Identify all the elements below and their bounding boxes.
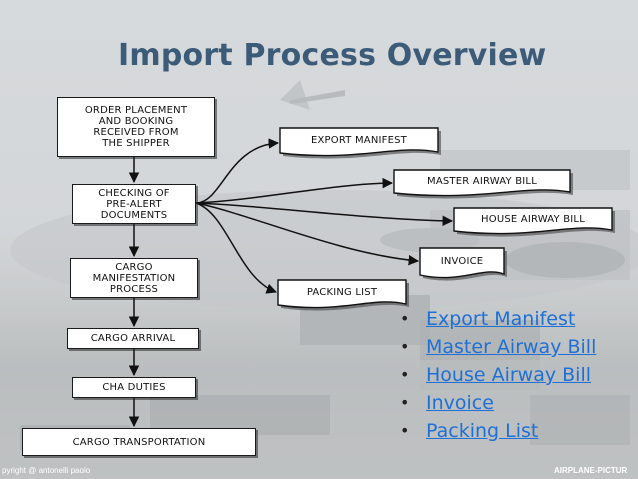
bullet-item: • Export Manifest [400, 305, 596, 333]
bullet-icon: • [400, 393, 410, 412]
doc-packing-list: PACKING LIST [277, 279, 409, 311]
bullet-item: • Invoice [400, 389, 596, 417]
arrow-to-export-manifest [195, 138, 280, 204]
doc-label: PACKING LIST [306, 286, 378, 298]
bullet-icon: • [400, 309, 410, 328]
doc-invoice: INVOICE [419, 247, 507, 281]
step-text: DOCUMENTS [100, 209, 168, 221]
step-text: CARGO ARRIVAL [90, 333, 176, 344]
bullet-item: • Master Airway Bill [400, 333, 596, 361]
step-checking-pre-alert: CHECKING OF PRE-ALERT DOCUMENTS [72, 184, 196, 224]
arrow-to-packing-list [195, 202, 277, 294]
step-text: CARGO TRANSPORTATION [72, 436, 206, 448]
doc-house-airway-bill: HOUSE AIRWAY BILL [453, 207, 615, 237]
bullet-item: • House Airway Bill [400, 361, 596, 389]
document-shape-icon [393, 169, 573, 199]
step-text: AND BOOKING [98, 116, 174, 127]
step-order-placement: ORDER PLACEMENT AND BOOKING RECEIVED FRO… [57, 97, 215, 157]
step-cargo-arrival: CARGO ARRIVAL [67, 328, 199, 349]
doc-master-airway-bill: MASTER AIRWAY BILL [393, 169, 573, 199]
step-text: CHA DUTIES [102, 382, 166, 393]
step-text: THE SHIPPER [102, 138, 170, 149]
document-bullet-list: • Export Manifest • Master Airway Bill • Ho… [400, 305, 596, 445]
step-text: CHECKING OF [98, 187, 170, 199]
document-shape-icon [279, 127, 441, 159]
doc-label: INVOICE [440, 255, 484, 267]
bullet-link-invoice[interactable]: Invoice [426, 392, 494, 414]
step-text: MANIFESTATION [92, 272, 176, 284]
bullet-link-export-manifest[interactable]: Export Manifest [426, 308, 576, 330]
step-text: ORDER PLACEMENT [84, 105, 188, 116]
bullet-link-master-airway-bill[interactable]: Master Airway Bill [426, 336, 597, 358]
bullet-link-packing-list[interactable]: Packing List [426, 420, 539, 442]
step-cha-duties: CHA DUTIES [72, 377, 196, 398]
bullet-link-house-airway-bill[interactable]: House Airway Bill [426, 364, 592, 386]
bullet-icon: • [400, 421, 410, 440]
arrow-to-master-airway-bill [195, 177, 394, 204]
step-cargo-transportation: CARGO TRANSPORTATION [22, 428, 256, 456]
step-text: RECEIVED FROM [93, 127, 179, 138]
bullet-icon: • [400, 337, 410, 356]
arrow-to-invoice [195, 202, 420, 266]
doc-label: EXPORT MANIFEST [310, 134, 407, 146]
document-shape-icon [419, 247, 507, 281]
bullet-item: • Packing List [400, 417, 596, 445]
watermark-copyright: pyright @ antonelli paolo [2, 466, 91, 475]
doc-label: MASTER AIRWAY BILL [427, 175, 537, 187]
document-shape-icon [277, 279, 409, 311]
bullet-icon: • [400, 365, 410, 384]
slide-title: Import Process Overview [118, 38, 547, 73]
step-text: PROCESS [109, 283, 159, 295]
watermark-site: AIRPLANE-PICTUR [554, 466, 628, 475]
step-text: PRE-ALERT [106, 198, 162, 210]
arrow-to-house-airway-bill [195, 202, 454, 227]
doc-label: HOUSE AIRWAY BILL [481, 213, 585, 225]
doc-export-manifest: EXPORT MANIFEST [279, 127, 441, 159]
step-text: CARGO [115, 261, 153, 273]
step-cargo-manifestation: CARGO MANIFESTATION PROCESS [70, 258, 198, 298]
document-shape-icon [453, 207, 615, 237]
